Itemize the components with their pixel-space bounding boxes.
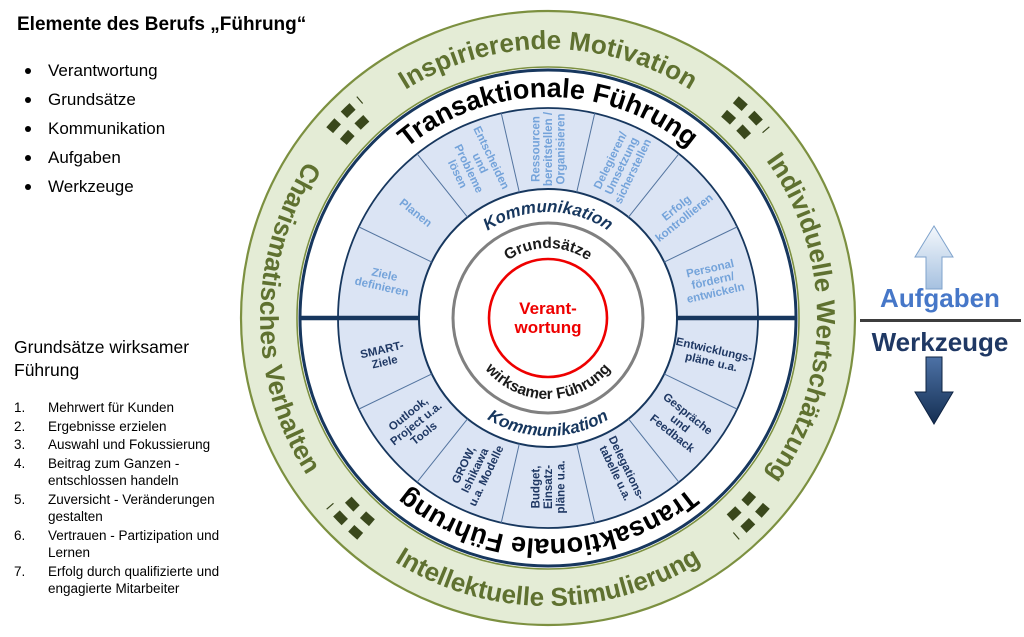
list-item: Verantwortung [20, 56, 165, 85]
page-title: Elemente des Berufs „Führung“ [17, 14, 307, 35]
segment-divider-line [628, 153, 680, 218]
ring-dash-mark [732, 96, 770, 134]
segment-divider-line [358, 226, 432, 263]
segment-divider-line [576, 113, 596, 193]
responsibility-circle [487, 257, 609, 379]
outer-ring-border-outer [239, 9, 857, 627]
werkzeuge-label: Werkzeuge [871, 327, 1009, 357]
communication-label-bottom: Kommunikation [485, 406, 611, 440]
ring-dash-mark [339, 109, 375, 145]
segment-divider-line [500, 113, 520, 193]
responsibility-label-line1: Verant- [519, 299, 577, 318]
outer-green-ring [241, 11, 855, 625]
list-item: Aufgaben [20, 143, 165, 172]
aufgaben-werkzeuge-divider [860, 319, 1021, 322]
responsibility-label-line2: wortung [513, 318, 581, 337]
list-item: Werkzeuge [20, 172, 165, 201]
list-item: Mehrwert für Kunden [14, 399, 175, 416]
ring-dash-mark [732, 502, 770, 540]
segment-divider-line [628, 418, 680, 483]
segment-divider-line [358, 373, 432, 410]
segment-divider-line [416, 418, 468, 483]
list-item: Auswahl und Fokussierung [14, 436, 211, 453]
segment-divider-line [500, 443, 520, 523]
ring-dash-mark [326, 96, 364, 134]
list-item: Kommunikation [20, 114, 165, 143]
ring-dash-mark [326, 502, 364, 540]
segment-divider-line [664, 226, 738, 263]
list-item: Erfolg durch qualifizierte und engagiert… [14, 563, 220, 597]
outer-ring-border-inner [296, 66, 800, 570]
werkzeuge-arrow-down-icon [914, 356, 954, 425]
ring-dash-mark [721, 491, 757, 527]
list-item: Grundsätze [20, 85, 165, 114]
segment-divider-line [416, 153, 468, 218]
principles-title: Grundsätze wirksamer Führung [14, 337, 190, 380]
ring-dash-mark [339, 491, 375, 527]
segment-divider-line [576, 443, 596, 523]
list-item: Beitrag zum Ganzen - entschlossen handel… [14, 455, 180, 489]
list-item: Vertrauen - Partizipation und Lernen [14, 527, 220, 561]
ring-dash-mark [721, 109, 757, 145]
list-item: Zuversicht - Veränderungen gestalten [14, 491, 215, 525]
segment-divider-line [664, 373, 738, 410]
principles-ring-border [451, 221, 645, 415]
list-item: Ergebnisse erzielen [14, 418, 167, 435]
wheel-segment-label: Ressourcenbereitstellen /Organisieren [531, 111, 568, 186]
aufgaben-arrow-up-icon [914, 225, 954, 290]
communication-label-top: Kommunikation [480, 197, 617, 234]
aufgaben-label: Aufgaben [880, 283, 1000, 313]
wheel-segment-label: Budget,Einsatz-pläne u.a. [531, 460, 568, 513]
